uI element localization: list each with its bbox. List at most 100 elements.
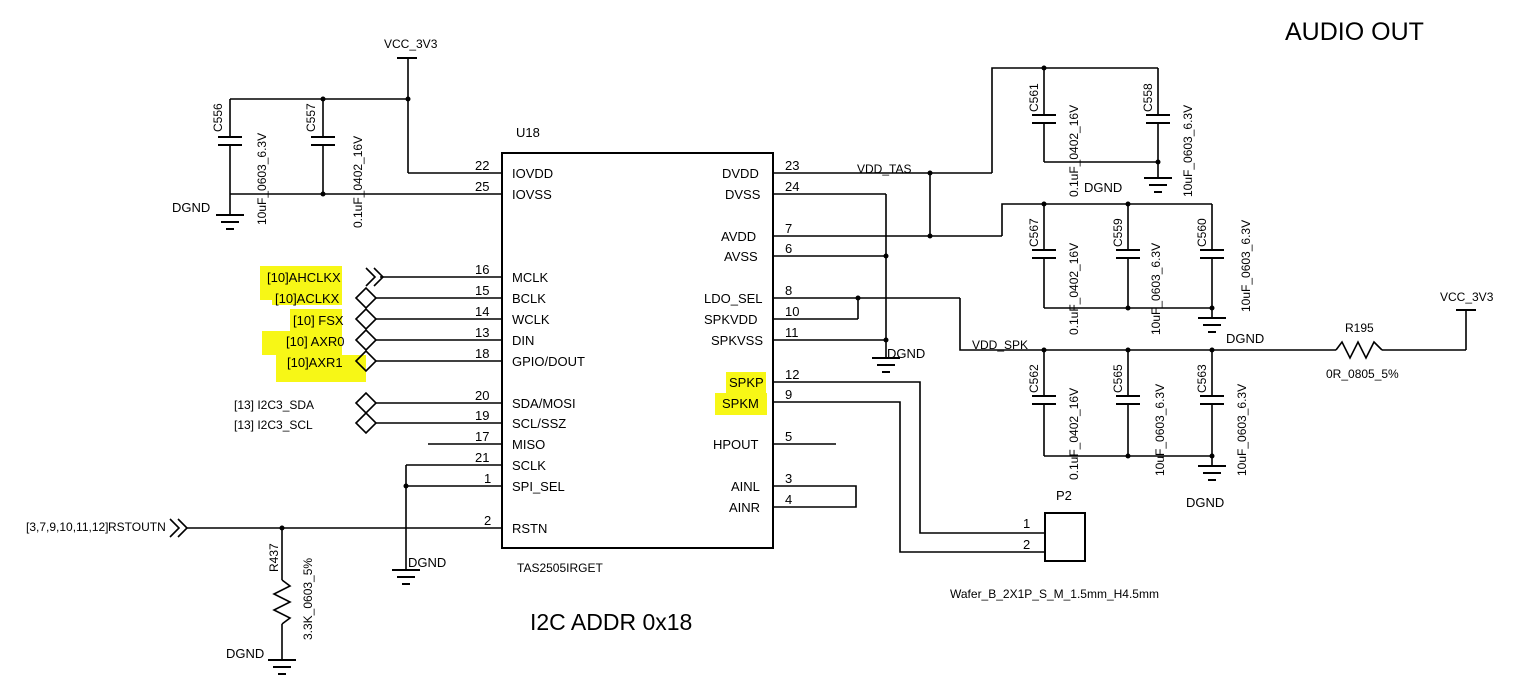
highlight-fsx [290, 309, 342, 331]
i2c-address-note: I2C ADDR 0x18 [530, 609, 692, 635]
res-ref: R195 [1345, 321, 1374, 335]
port-arrow [177, 518, 189, 538]
port-bidir [354, 411, 378, 435]
pin-num: 20 [475, 388, 489, 403]
pin-num: 13 [475, 325, 489, 340]
ic-left-pins: 22 IOVDD 25 IOVSS 16 MCLK 15 BCLK 14 WCL… [186, 158, 585, 536]
port-fsx: [10] FSX [293, 313, 344, 328]
spi-ground: DGND [392, 465, 446, 585]
cap-ref: C556 [211, 103, 225, 132]
sheet-title: AUDIO OUT [1285, 18, 1424, 46]
pin-num: 1 [484, 471, 491, 486]
pin-num: 18 [475, 346, 489, 361]
pin-num: 8 [785, 283, 792, 298]
dgnd-label: DGND [226, 646, 264, 661]
port-arrow [365, 267, 377, 287]
cap-ref: C559 [1111, 218, 1125, 247]
highlights [260, 266, 767, 415]
pin-name: DVSS [725, 187, 761, 202]
pin-num: 25 [475, 179, 489, 194]
pin-name: AVDD [721, 229, 756, 244]
pin-num: 17 [475, 429, 489, 444]
port-rstoutn: RSTOUTN [108, 520, 166, 534]
pin-name: SPKP [729, 375, 764, 390]
cap-ref: C560 [1195, 218, 1209, 247]
port-bidir [354, 307, 378, 331]
pin-name: WCLK [512, 312, 550, 327]
connector-p2: P2 1 2 Wafer_B_2X1P_S_M_1.5mm_H4.5mm [950, 488, 1159, 601]
port-i2c3-scl: [13] I2C3_SCL [234, 418, 313, 432]
pin-num: 10 [785, 304, 799, 319]
port-i2c3-sda: [13] I2C3_SDA [234, 398, 314, 412]
pin-name: SPKVSS [711, 333, 763, 348]
pin-name: RSTN [512, 521, 547, 536]
avdd-decoupling: C567 0.1uF_0402_16V C559 10uF_0603_6.3V … [1001, 201, 1264, 346]
connector-part: Wafer_B_2X1P_S_M_1.5mm_H4.5mm [950, 587, 1159, 601]
pin-num: 7 [785, 221, 792, 236]
dgnd-label: DGND [1084, 180, 1122, 195]
pin-num: 2 [484, 513, 491, 528]
cap-value: 10uF_0603_6.3V [1149, 243, 1163, 335]
cap-ref: C562 [1027, 364, 1041, 393]
cap-value: 0.1uF_0402_16V [351, 136, 365, 228]
pin-name: BCLK [512, 291, 546, 306]
cap-ref: C565 [1111, 364, 1125, 393]
cap-value: 0.1uF_0402_16V [1067, 105, 1081, 197]
pin-num: 12 [785, 367, 799, 382]
res-value: 3.3K_0603_5% [301, 558, 315, 640]
res-ref: R437 [267, 543, 281, 572]
pin-name: HPOUT [713, 437, 759, 452]
res-value: 0R_0805_5% [1326, 367, 1399, 381]
ic-u18-body [501, 152, 774, 549]
port-bidir [354, 349, 378, 373]
port-axr1: [10]AXR1 [287, 355, 343, 370]
port-rstoutn-sheets: [3,7,9,10,11,12] [26, 520, 109, 534]
dgnd-label: DGND [887, 346, 925, 361]
vdd-spk-label: VDD_SPK [972, 338, 1028, 352]
port-bidir [354, 391, 378, 415]
pin-num: 24 [785, 179, 799, 194]
vcc-3v3-label: VCC_3V3 [384, 37, 438, 51]
pin-name: IOVSS [512, 187, 552, 202]
dgnd-label: DGND [408, 555, 446, 570]
port-arrow [373, 267, 385, 287]
vdd-tas-label: VDD_TAS [857, 162, 911, 176]
port-bidir [354, 286, 378, 310]
pin-num: 23 [785, 158, 799, 173]
pin-num: 6 [785, 241, 792, 256]
cap-value: 10uF_0603_6.3V [1239, 220, 1253, 312]
pin-num: 4 [785, 492, 792, 507]
pin-num: 22 [475, 158, 489, 173]
connector-pin-2: 2 [1023, 537, 1030, 552]
ic-part: TAS2505IRGET [517, 561, 603, 575]
ic-right-pins: DVDD 23 DVSS 24 AVDD 7 AVSS 6 LDO_SEL 8 … [704, 158, 1045, 553]
port-bidir [354, 328, 378, 352]
pin-name: SPKM [722, 396, 759, 411]
pin-name: AINR [729, 500, 760, 515]
iovdd-decoupling: VCC_3V3 C556 10uF_0603_6.3V C557 0.1uF_0… [172, 37, 438, 230]
cap-ref: C563 [1195, 364, 1209, 393]
pin-num: 15 [475, 283, 489, 298]
pin-name: SCL/SSZ [512, 416, 566, 431]
port-ahclkx: [10]AHCLKX [267, 270, 341, 285]
vdd-tas-net: VDD_TAS C561 0.1uF_0402_16V C558 10uF_06… [857, 65, 1195, 239]
pin-name: IOVDD [512, 166, 553, 181]
port-symbols [169, 267, 385, 538]
cap-ref: C567 [1027, 218, 1041, 247]
highlight-aclkx [272, 285, 342, 305]
pin-num: 16 [475, 262, 489, 277]
pin-num: 11 [785, 325, 799, 340]
highlight-spkm [715, 393, 767, 415]
cap-value: 10uF_0603_6.3V [1235, 384, 1249, 476]
pin-num: 14 [475, 304, 489, 319]
pin-num: 21 [475, 450, 489, 465]
pin-num: 19 [475, 408, 489, 423]
pin-num: 5 [785, 429, 792, 444]
cap-ref: C558 [1141, 83, 1155, 112]
pin-num: 3 [785, 471, 792, 486]
port-aclkx: [10]ACLKX [275, 291, 340, 306]
connector-pin-1: 1 [1023, 516, 1030, 531]
highlight-axr1 [276, 355, 366, 382]
pin-name: GPIO/DOUT [512, 354, 585, 369]
pin-name: SPKVDD [704, 312, 757, 327]
